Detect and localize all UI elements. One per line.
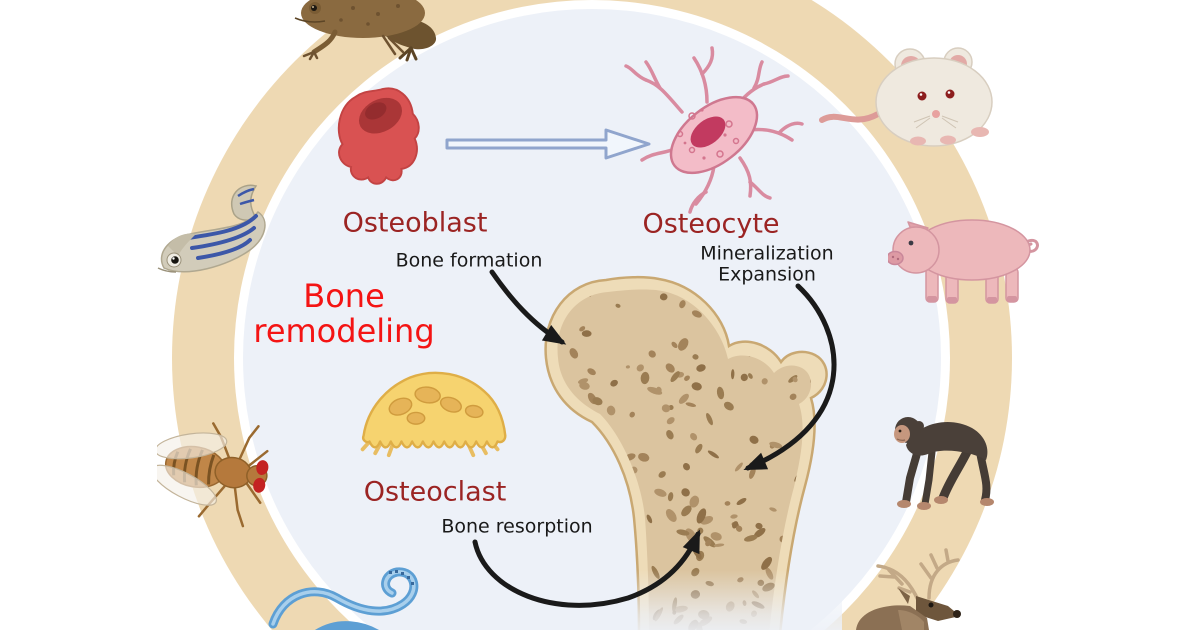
pig-icon <box>888 219 1039 304</box>
mouse-icon <box>819 47 993 147</box>
bone-resorption-annotation: Bone resorption <box>441 515 593 538</box>
femur-bone-illustration <box>502 275 842 630</box>
osteoblast-label: Osteoblast <box>342 207 488 239</box>
bone-bottom-fade <box>502 570 842 630</box>
fruit-fly-icon <box>157 422 269 528</box>
zebrafish-icon <box>157 184 266 273</box>
deer-icon <box>856 548 961 630</box>
mineralization-line: Mineralization <box>700 242 834 265</box>
bone-resorption-arrow <box>472 529 701 608</box>
osteocyte-cell-icon <box>624 46 804 214</box>
chimpanzee-icon <box>894 417 994 510</box>
osteoblast-cell-icon <box>337 87 420 185</box>
osteoclast-label: Osteoclast <box>363 476 507 508</box>
worm-icon <box>268 567 419 630</box>
bone-formation-arrow <box>489 269 567 345</box>
osteocyte-label: Osteocyte <box>642 208 780 240</box>
expansion-line: Expansion <box>718 264 816 286</box>
differentiation-arrow-icon <box>445 128 651 160</box>
mineralization-annotation: Mineralization Expansion <box>700 242 834 287</box>
annotation-arrows <box>472 269 837 608</box>
bone-formation-annotation: Bone formation <box>395 249 543 272</box>
diagram-title: Bone remodeling <box>253 276 435 350</box>
bone-trabecular-region <box>557 289 811 630</box>
osteoclast-cell-icon <box>360 371 507 458</box>
mineralization-arrow <box>743 283 837 471</box>
frog-icon <box>294 0 437 62</box>
